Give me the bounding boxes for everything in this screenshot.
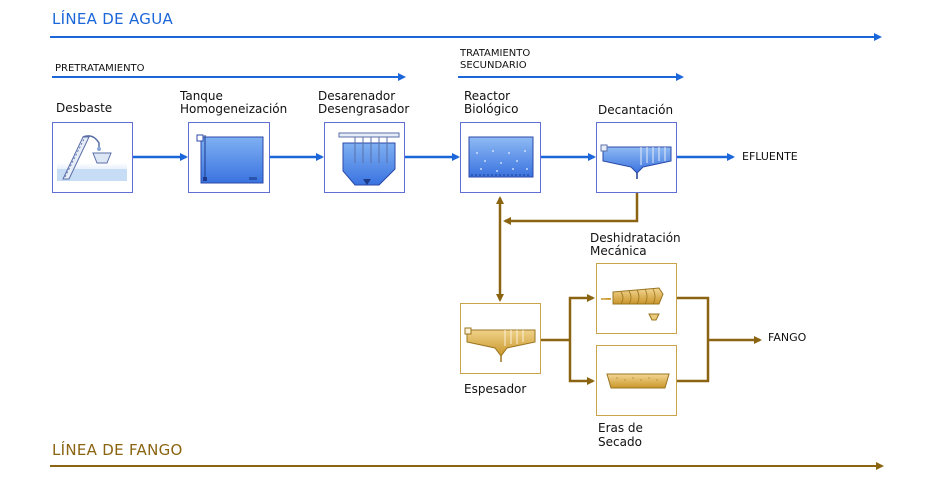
decantacion-label: Decantación xyxy=(598,103,674,117)
deshidratacion-unit xyxy=(596,263,677,334)
flow-recirculation xyxy=(503,193,639,225)
sludge-output-label: FANGO xyxy=(768,331,807,344)
drying-bed-icon xyxy=(606,373,670,389)
eras-label-line1: Eras de xyxy=(598,421,643,435)
deshidratacion-label-line1: Deshidratación xyxy=(590,231,681,245)
secondary-label-line2: SECUNDARIO xyxy=(460,60,527,71)
desarenador-label-line2: Desengrasador xyxy=(318,102,410,116)
screen-icon xyxy=(57,135,127,181)
effluent-label: EFLUENTE xyxy=(742,150,798,163)
grit-chamber-icon xyxy=(338,132,400,186)
clarifier-icon xyxy=(600,144,672,179)
reactor-label-line2: Biológico xyxy=(464,102,519,116)
reactor-label-line1: Reactor xyxy=(464,89,511,103)
tanque-label-line1: Tanque xyxy=(180,89,223,103)
flow-to-eras xyxy=(568,340,595,385)
centrifuge-icon xyxy=(601,287,664,321)
desarenador-label-line1: Desarenador xyxy=(318,89,396,103)
water-line-title: LÍNEA DE AGUA xyxy=(52,10,174,28)
biological-reactor-icon xyxy=(468,136,534,178)
eras-unit xyxy=(596,345,677,416)
sludge-line-title: LÍNEA DE FANGO xyxy=(52,441,183,459)
desarenador-unit xyxy=(324,122,405,193)
equalization-tank-icon xyxy=(196,134,264,184)
pretreatment-label: PRETRATAMIENTO xyxy=(55,63,145,74)
flow-to-deshidratacion xyxy=(568,294,595,340)
espesador-label: Espesador xyxy=(464,382,527,396)
thickener-icon xyxy=(464,327,536,362)
deshidratacion-label-line2: Mecánica xyxy=(590,244,647,258)
eras-label-line2: Secado xyxy=(598,435,642,449)
tanque-unit xyxy=(188,122,270,193)
reactor-unit xyxy=(460,122,541,193)
desbaste-unit xyxy=(52,122,133,193)
decantacion-unit xyxy=(596,122,677,193)
tanque-label-line2: Homogeneización xyxy=(180,102,288,116)
secondary-label-line1: TRATAMIENTO xyxy=(460,48,531,59)
desbaste-label: Desbaste xyxy=(56,101,113,115)
espesador-unit xyxy=(460,303,541,374)
